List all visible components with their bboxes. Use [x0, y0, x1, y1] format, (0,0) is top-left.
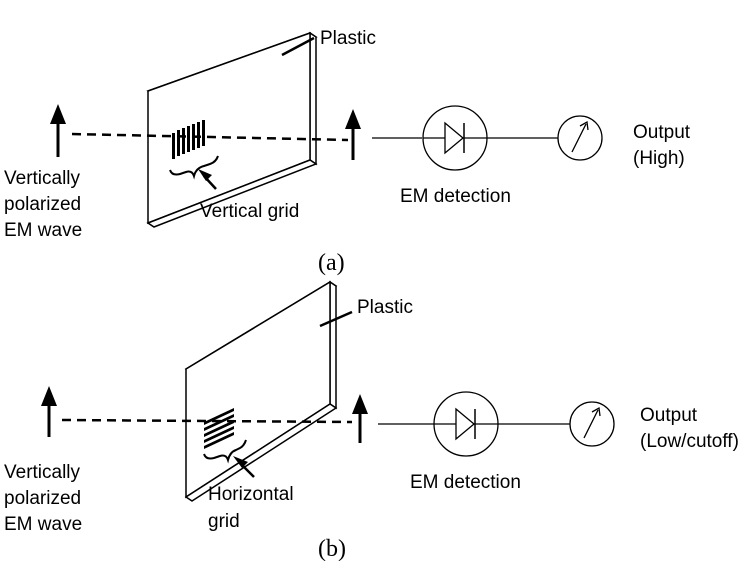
plastic-label-b: Plastic	[357, 297, 413, 318]
diode-icon-b	[433, 391, 499, 457]
caption-b: (b)	[318, 536, 346, 561]
beam-dashed-b	[61, 418, 353, 424]
diode-icon-a	[422, 105, 488, 171]
grid-brace-b	[203, 439, 247, 464]
output-label-b-line1: Output	[640, 405, 698, 426]
plastic-plate-b	[184, 280, 338, 502]
grid-label-a: Vertical grid	[200, 201, 299, 222]
output-wave-arrow-a	[345, 109, 361, 160]
wave-label-b-line3: EM wave	[4, 514, 82, 535]
vertical-grid	[172, 120, 205, 159]
grid-label-b-line1: Horizontal	[208, 484, 294, 505]
input-wave-arrow-a	[50, 104, 66, 157]
wave-label-a-line2: polarized	[4, 194, 81, 215]
input-wave-arrow-b	[41, 386, 57, 437]
wave-label-b-line2: polarized	[4, 488, 81, 509]
grid-brace-a	[169, 155, 219, 180]
panel-b: Plastic Horizontal grid Vertically polar…	[4, 280, 739, 561]
output-label-a-line2: (High)	[633, 148, 685, 169]
beam-dashed-a	[71, 132, 349, 142]
meter-icon-a	[557, 115, 603, 161]
wave-label-b-line1: Vertically	[4, 462, 81, 483]
plastic-leader-b	[319, 310, 353, 328]
wave-label-a-line1: Vertically	[4, 168, 81, 189]
panel-a: Plastic Vertical grid Vertically polariz…	[4, 28, 691, 276]
detection-label-a: EM detection	[400, 186, 511, 207]
caption-a: (a)	[318, 250, 345, 276]
grid-label-b-line2: grid	[208, 511, 240, 532]
plastic-label-a: Plastic	[320, 28, 376, 49]
meter-icon-b	[569, 401, 615, 447]
detection-label-b: EM detection	[410, 472, 521, 493]
output-label-b-line2: (Low/cutoff)	[640, 431, 739, 452]
output-wave-arrow-b	[352, 394, 368, 443]
output-label-a-line1: Output	[633, 122, 691, 143]
wave-label-a-line3: EM wave	[4, 220, 82, 241]
plastic-leader-a	[281, 36, 315, 57]
plastic-plate-a	[146, 31, 318, 228]
horizontal-grid	[204, 408, 234, 449]
